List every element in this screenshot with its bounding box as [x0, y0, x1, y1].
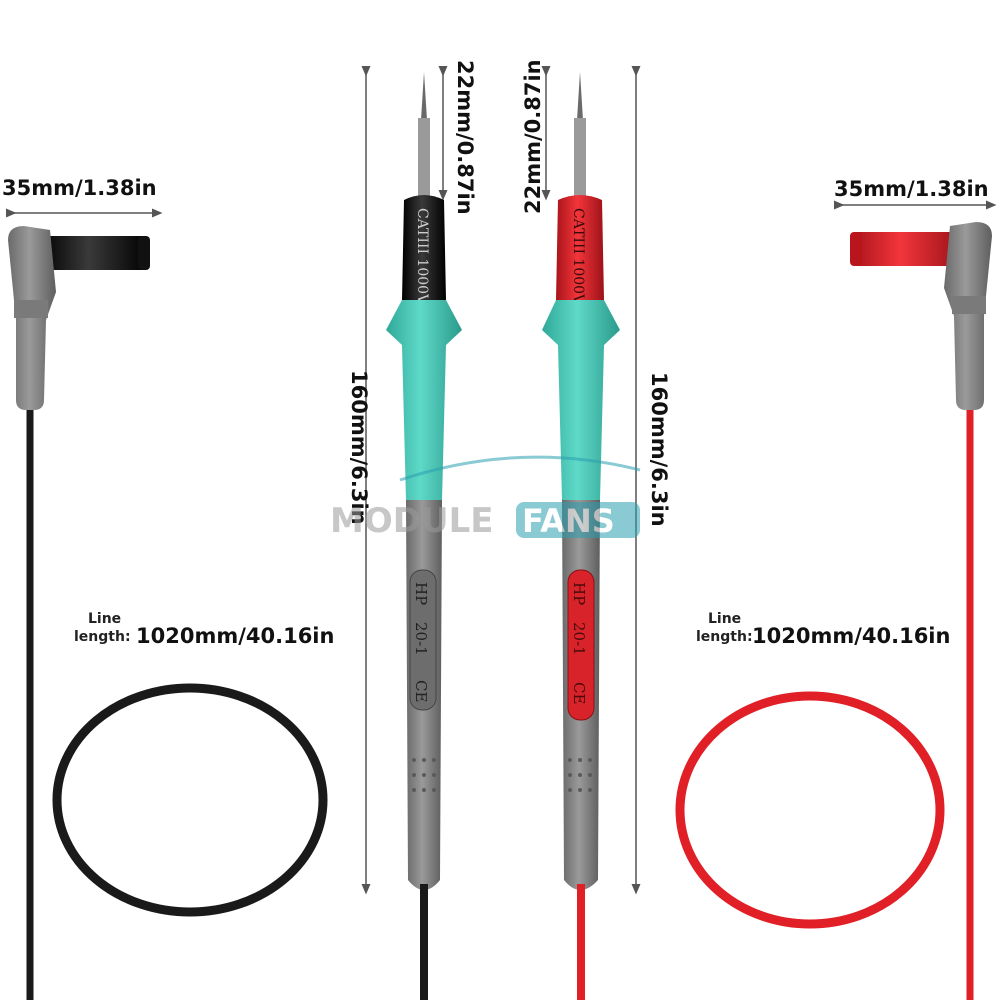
black-probe-brand: HP [412, 582, 430, 605]
black-probe-needle [421, 72, 427, 120]
black-probe-label-panel [409, 569, 437, 711]
right-plug-dimension-label: 35mm/1.38in [834, 177, 989, 201]
black-probe-cap [402, 195, 446, 300]
red-probe: 160mm/6.3in 22mm/0.87in CATIII 1000V HP … [521, 59, 671, 1000]
right-line-caption: Line [708, 611, 741, 627]
left-line-length-value: 1020mm/40.16in [136, 624, 334, 648]
right-line-caption2: length: [696, 629, 753, 645]
left-plug-dimension-label: 35mm/1.38in [2, 176, 157, 200]
right-banana-plug-tip [852, 232, 960, 266]
left-line-caption: Line [88, 611, 121, 627]
red-probe-length-label: 160mm/6.3in [647, 372, 671, 527]
black-probe-length-label: 160mm/6.3in [347, 370, 371, 525]
left-line-caption2: length: [74, 629, 131, 645]
black-probe-guard [386, 300, 462, 500]
black-probe: 160mm/6.3in 22mm/0.87in CATIII 1000V HP … [347, 60, 477, 1000]
watermark-logo: MODULE FANS [330, 455, 641, 541]
right-line-length-value: 1020mm/40.16in [752, 624, 950, 648]
red-probe-model: 20-1 [570, 622, 588, 656]
left-banana-plug-tip [40, 236, 148, 270]
red-probe-brand: HP [570, 582, 588, 605]
black-probe-rating: CATIII 1000V [414, 208, 430, 305]
black-tip-dimension-label: 22mm/0.87in [453, 60, 477, 215]
red-probe-needle [577, 72, 583, 120]
red-probe-guard [542, 300, 620, 500]
red-probe-rating: CATIII 1000V [570, 208, 586, 305]
red-probe-cap [556, 195, 604, 300]
watermark-text-module: MODULE [330, 501, 493, 541]
left-black-lead: 35mm/1.38in Line length: 1020mm/40.16in [2, 176, 334, 1000]
watermark-text-fans: FANS [522, 502, 615, 540]
right-connector-housing [944, 222, 992, 410]
red-probe-label-panel [567, 569, 595, 721]
black-probe-model: 20-1 [412, 622, 430, 656]
red-probe-ce-mark: CE [570, 682, 588, 704]
red-tip-dimension-label: 22mm/0.87in [521, 59, 545, 214]
right-cable-coil [675, 691, 945, 929]
left-cable-coil [52, 683, 328, 917]
right-red-lead: 35mm/1.38in Line length: 1020mm/40.16in [675, 177, 997, 1000]
black-probe-ce-mark: CE [412, 680, 430, 702]
